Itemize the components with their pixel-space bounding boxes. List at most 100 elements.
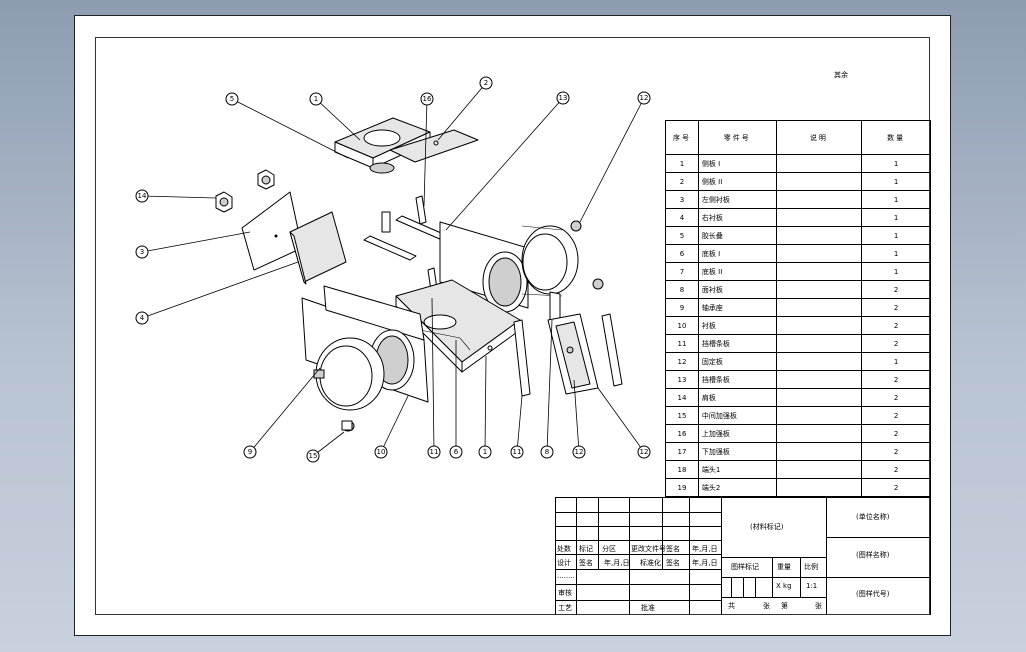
bom-desc <box>775 244 863 263</box>
bom-qty: 1 <box>861 262 931 281</box>
balloon: 15 <box>306 449 320 463</box>
drawing-name: (图样名称) <box>856 551 890 559</box>
bom-part: 肩板 <box>697 388 777 407</box>
bom-desc <box>775 262 863 281</box>
bom-desc <box>775 172 863 191</box>
pin-part <box>341 420 355 432</box>
svg-text:6: 6 <box>454 448 459 456</box>
bom-part: 轴承座 <box>697 298 777 317</box>
bom-no: 16 <box>665 424 699 443</box>
std-label: 标准化 <box>640 559 661 567</box>
bom-part: 挡槽条板 <box>697 370 777 389</box>
bom-part: 底板 II <box>697 262 777 281</box>
approve-label: 批准 <box>641 604 655 612</box>
right-brackets-part <box>513 291 623 397</box>
unit-name: (单位名称) <box>856 513 890 521</box>
bom-no: 8 <box>665 280 699 299</box>
balloon: 1 <box>478 445 492 459</box>
balloon: 12 <box>637 445 651 459</box>
bom-qty: 2 <box>861 442 931 461</box>
bom-part: 底板 I <box>697 244 777 263</box>
material-mark: (材料标记) <box>750 523 784 531</box>
bom-desc <box>775 406 863 425</box>
scale-value: 1:1 <box>806 582 818 590</box>
bom-qty: 2 <box>861 334 931 353</box>
bom-header-desc: 说明 <box>775 120 863 155</box>
design-sign: 签名 <box>579 559 593 567</box>
bom-qty: 2 <box>861 388 931 407</box>
bom-part: 下加强板 <box>697 442 777 461</box>
balloon: 9 <box>243 445 257 459</box>
svg-text:15: 15 <box>309 452 318 460</box>
bom-no: 18 <box>665 460 699 479</box>
bom-desc <box>775 316 863 335</box>
bom-part: 侧板 II <box>697 172 777 191</box>
balloon: 12 <box>572 445 586 459</box>
bom-desc <box>775 334 863 353</box>
bom-no: 7 <box>665 262 699 281</box>
bom-no: 1 <box>665 154 699 173</box>
bom-desc <box>775 370 863 389</box>
svg-text:10: 10 <box>377 448 386 456</box>
bom-part: 侧板 I <box>697 154 777 173</box>
svg-text:13: 13 <box>559 94 568 102</box>
svg-text:1: 1 <box>483 448 487 456</box>
svg-text:16: 16 <box>423 95 432 103</box>
balloon: 4 <box>135 311 149 325</box>
balloon: 8 <box>540 445 554 459</box>
bom-desc <box>775 352 863 371</box>
balloon: 5 <box>225 92 239 106</box>
side-plates-part <box>241 191 347 285</box>
svg-text:12: 12 <box>640 94 649 102</box>
bom-no: 19 <box>665 478 699 497</box>
svg-text:8: 8 <box>545 448 549 456</box>
header-count: 处数 <box>557 545 571 553</box>
bom-no: 5 <box>665 226 699 245</box>
balloon: 13 <box>556 91 570 105</box>
bom-desc <box>775 478 863 497</box>
header-date: 年,月,日 <box>692 545 718 553</box>
svg-text:3: 3 <box>140 248 144 256</box>
bom-part: 右衬板 <box>697 208 777 227</box>
bom-no: 11 <box>665 334 699 353</box>
bom-header-part: 零件号 <box>697 120 777 155</box>
std-date: 年,月,日 <box>692 559 718 567</box>
bom-desc <box>775 442 863 461</box>
bom-no: 4 <box>665 208 699 227</box>
design-label: 设计 <box>557 559 571 567</box>
bom-desc <box>775 190 863 209</box>
surface-note: 其余 <box>834 71 848 79</box>
svg-text:1: 1 <box>314 95 318 103</box>
header-mark: 标记 <box>579 545 593 553</box>
stage-mark-label: 图样标记 <box>731 563 759 571</box>
balloon: 2 <box>479 76 493 90</box>
bom-qty: 2 <box>861 424 931 443</box>
bom-qty: 1 <box>861 226 931 245</box>
bom-no: 14 <box>665 388 699 407</box>
svg-text:14: 14 <box>138 192 147 200</box>
bom-qty: 2 <box>861 370 931 389</box>
sheets-total-label: 共 <box>728 602 735 610</box>
balloon: 11 <box>510 445 524 459</box>
drawing-code: (图样代号) <box>856 590 890 598</box>
bom-header-row: 序号 零件号 说明 数量 <box>665 120 931 155</box>
bom-qty: 2 <box>861 460 931 479</box>
bom-part: 端头1 <box>697 460 777 479</box>
balloon: 6 <box>449 445 463 459</box>
bom-no: 13 <box>665 370 699 389</box>
bom-no: 15 <box>665 406 699 425</box>
